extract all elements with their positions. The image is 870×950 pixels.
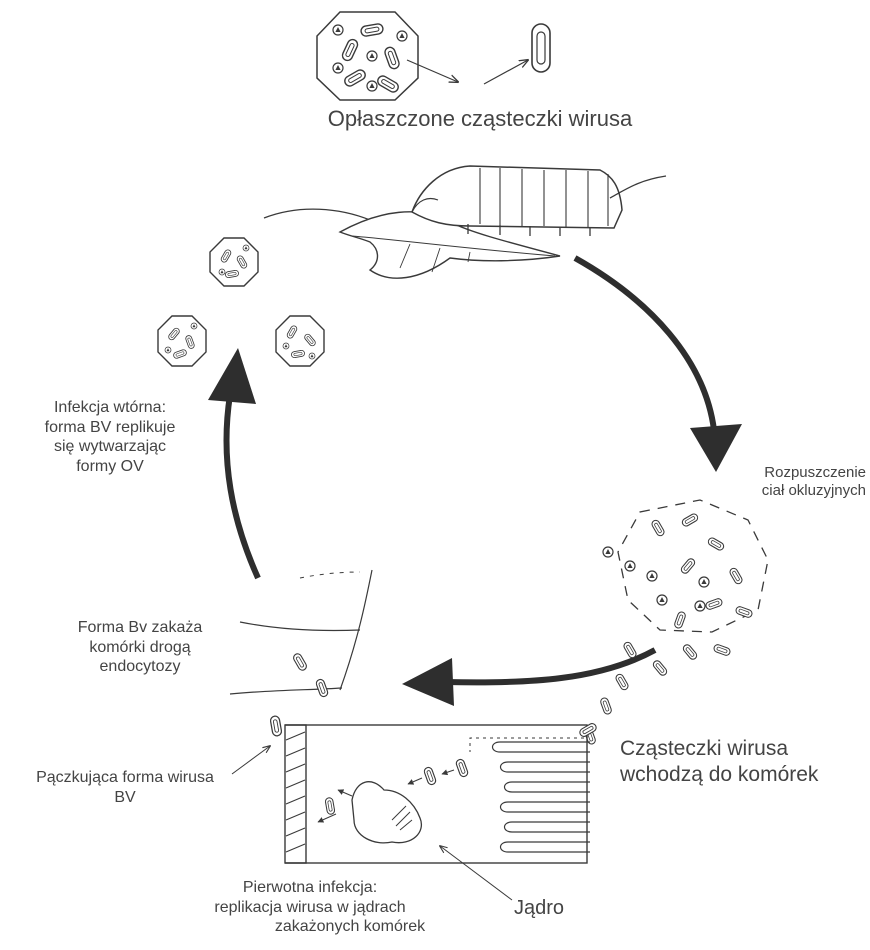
cell-membrane-icon bbox=[230, 570, 372, 737]
cycle-arrow-icon bbox=[575, 258, 742, 472]
label-secondary-infection: Infekcja wtórna: forma BV replikuje się … bbox=[10, 398, 210, 476]
label-budding-bv: Pączkująca forma wirusa BV bbox=[10, 768, 240, 807]
caterpillar-icon bbox=[412, 166, 666, 236]
pointer-arrow bbox=[440, 846, 512, 900]
occlusion-body-icon bbox=[317, 12, 418, 100]
nucleus-icon bbox=[352, 782, 421, 843]
pointer-arrow bbox=[484, 60, 528, 84]
virion-icon bbox=[584, 641, 731, 745]
label-occluded-virions: Opłaszczone cząsteczki wirusa bbox=[300, 106, 660, 133]
virion-icon bbox=[532, 24, 550, 72]
label-nucleus: Jądro bbox=[514, 896, 614, 920]
label-dissolution: Rozpuszczenie ciał okluzyjnych bbox=[700, 464, 866, 501]
cycle-arrow-icon bbox=[208, 348, 258, 578]
occlusion-body-icon bbox=[210, 238, 258, 286]
label-virions-enter-cells: Cząsteczki wirusa wchodzą do komórek bbox=[620, 736, 860, 787]
label-bv-endocytosis: Forma Bv zakaża komórki drogą endocytozy bbox=[40, 618, 240, 677]
occlusion-body-icon bbox=[158, 316, 206, 366]
cell-icon bbox=[285, 722, 598, 863]
occlusion-body-icon bbox=[276, 316, 324, 366]
dissolving-occlusion-body-icon bbox=[603, 500, 768, 632]
label-primary-infection: Pierwotna infekcja: replikacja wirusa w … bbox=[180, 878, 440, 937]
